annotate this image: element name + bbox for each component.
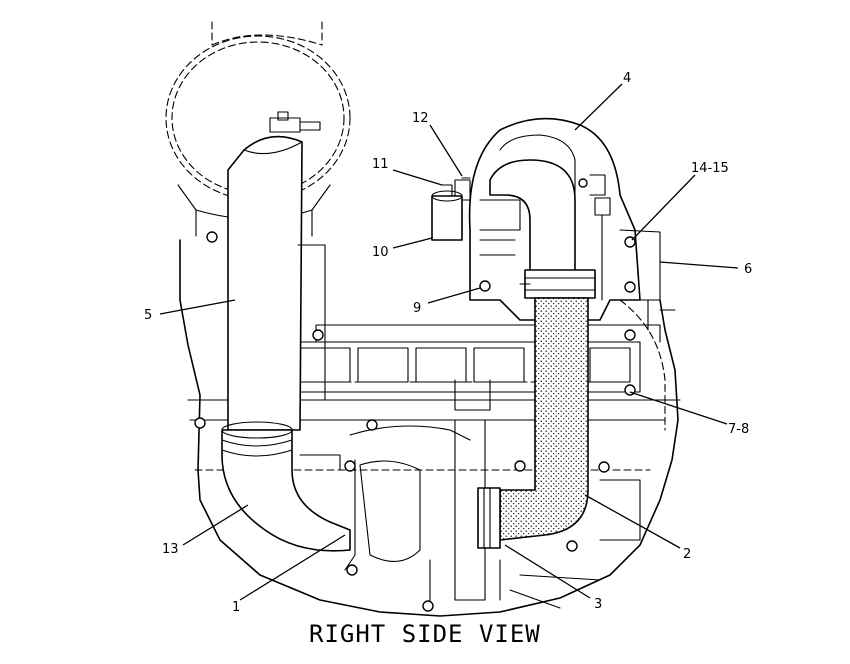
view-title: RIGHT SIDE VIEW [309, 620, 541, 648]
callout-3: 3 [594, 597, 602, 612]
bottom-clamp [477, 487, 501, 549]
callout-10: 10 [372, 245, 389, 260]
callout-14-15: 14-15 [691, 161, 729, 176]
callout-7-8: 7-8 [728, 422, 749, 437]
stippled-hose [499, 297, 589, 541]
hose-clamp [519, 269, 596, 299]
callout-11: 11 [372, 157, 389, 172]
callout-5: 5 [144, 308, 152, 323]
callout-4: 4 [623, 71, 631, 86]
callout-2: 2 [683, 547, 691, 562]
callout-9: 9 [413, 301, 421, 316]
callout-labels: 1 2 3 4 5 6 7-8 9 10 11 12 13 14-15 [144, 71, 752, 615]
elbow-hose [221, 421, 351, 552]
callout-6: 6 [744, 262, 752, 277]
leader-lines [159, 83, 739, 601]
callout-1: 1 [232, 600, 240, 615]
callout-13: 13 [162, 542, 179, 557]
small-canister [431, 184, 463, 241]
exhaust-elbow [454, 117, 661, 321]
callout-12: 12 [412, 111, 429, 126]
